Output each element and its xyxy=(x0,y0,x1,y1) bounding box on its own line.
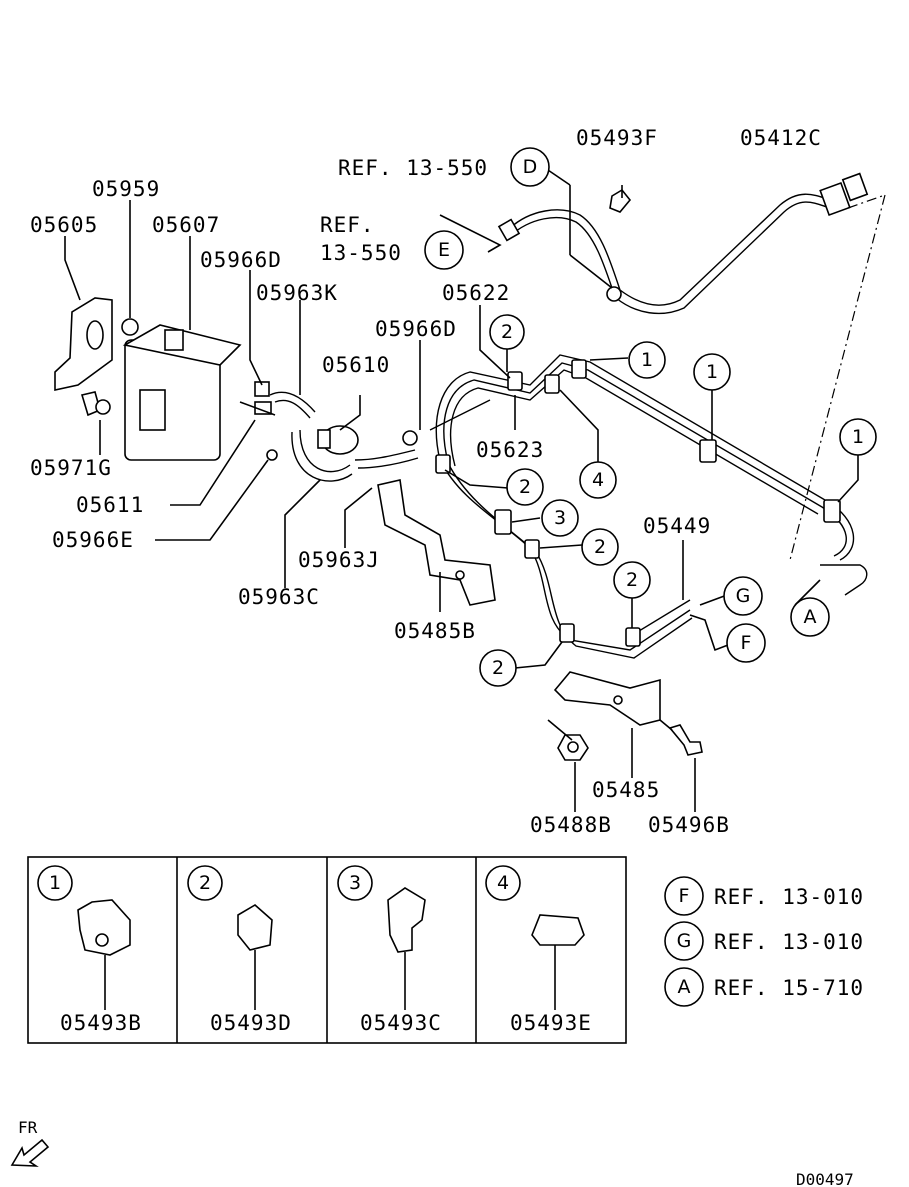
callout-2c-text: 2 xyxy=(594,536,606,558)
label-05963J: 05963J xyxy=(298,548,380,572)
callout-e-text: E xyxy=(438,239,450,261)
label-05623: 05623 xyxy=(476,438,544,462)
label-ref-13-550-b-1: REF. xyxy=(320,213,375,237)
label-05493F: 05493F xyxy=(576,126,658,150)
callout-d: D xyxy=(510,147,550,187)
callout-2e-text: 2 xyxy=(492,657,504,679)
ref-g-key: G xyxy=(677,930,692,952)
callout-a: A xyxy=(790,597,830,637)
label-05963C: 05963C xyxy=(238,585,320,609)
callout-1c: 1 xyxy=(839,418,877,456)
callout-g-text: G xyxy=(736,585,751,607)
callout-3: 3 xyxy=(541,499,579,537)
callout-2e: 2 xyxy=(479,649,517,687)
legend-part-1: 05493B xyxy=(60,1011,142,1035)
label-05485: 05485 xyxy=(592,778,660,802)
callout-4: 4 xyxy=(579,461,617,499)
front-label: FR xyxy=(18,1118,38,1137)
callout-1b-text: 1 xyxy=(706,361,718,383)
callout-1a-text: 1 xyxy=(641,349,653,371)
callout-1b: 1 xyxy=(693,353,731,391)
label-05607: 05607 xyxy=(152,213,220,237)
label-05485B: 05485B xyxy=(394,619,476,643)
legend-part-2: 05493D xyxy=(210,1011,292,1035)
label-05605: 05605 xyxy=(30,213,98,237)
label-05971G: 05971G xyxy=(30,456,112,480)
callout-1c-text: 1 xyxy=(852,426,864,448)
callout-e: E xyxy=(424,230,464,270)
label-ref-13-550-a: REF. 13-550 xyxy=(338,156,488,180)
callout-d-text: D xyxy=(523,156,538,178)
label-05963K: 05963K xyxy=(256,281,338,305)
callout-2a: 2 xyxy=(489,314,525,350)
callout-2c: 2 xyxy=(581,528,619,566)
callout-f-text: F xyxy=(741,632,752,654)
callout-g: G xyxy=(723,576,763,616)
label-05449: 05449 xyxy=(643,514,711,538)
legend-num-1: 1 xyxy=(49,872,61,894)
front-arrow-icon: FR xyxy=(10,1118,50,1167)
label-05966D-b: 05966D xyxy=(375,317,457,341)
ref-f-key: F xyxy=(679,885,690,907)
label-05622: 05622 xyxy=(442,281,510,305)
legend-num-2: 2 xyxy=(199,872,211,894)
callout-2b: 2 xyxy=(506,468,544,506)
label-05412C: 05412C xyxy=(740,126,822,150)
legend-part-4: 05493E xyxy=(510,1011,592,1035)
legend-num-4: 4 xyxy=(497,872,509,894)
legend-num-3: 3 xyxy=(349,872,361,894)
clamps xyxy=(435,359,841,647)
brackets xyxy=(377,479,703,761)
upper-hose-assembly xyxy=(497,172,869,315)
callout-2d-text: 2 xyxy=(626,569,638,591)
vapor-hoses xyxy=(239,381,419,482)
label-05959: 05959 xyxy=(92,177,160,201)
ref-a-key: A xyxy=(678,976,691,998)
label-05488B: 05488B xyxy=(530,813,612,837)
callout-1a: 1 xyxy=(628,341,666,379)
label-05611: 05611 xyxy=(76,493,144,517)
diagram-id: D00497 xyxy=(796,1170,854,1187)
legend-part-3: 05493C xyxy=(360,1011,442,1035)
callout-2b-text: 2 xyxy=(519,476,531,498)
ref-a-text: REF. 15-710 xyxy=(714,976,864,1000)
label-05496B: 05496B xyxy=(648,813,730,837)
clip-legend-table: 1 05493B 2 05493D 3 05493C 4 05493E xyxy=(27,856,627,1044)
callout-2a-text: 2 xyxy=(501,321,513,343)
label-05966D-a: 05966D xyxy=(200,248,282,272)
label-05966E: 05966E xyxy=(52,528,134,552)
ref-g-text: REF. 13-010 xyxy=(714,930,864,954)
label-05610: 05610 xyxy=(322,353,390,377)
callout-a-text: A xyxy=(804,606,817,628)
ref-f-text: REF. 13-010 xyxy=(714,885,864,909)
callout-3-text: 3 xyxy=(554,507,566,529)
canister-assembly xyxy=(54,297,242,461)
callout-2d: 2 xyxy=(613,561,651,599)
reference-list: F REF. 13-010 G REF. 13-010 A REF. 15-71… xyxy=(664,876,864,1007)
callout-4-text: 4 xyxy=(592,469,604,491)
callout-f: F xyxy=(726,623,766,663)
label-ref-13-550-b-2: 13-550 xyxy=(320,241,402,265)
leader-lines xyxy=(64,200,859,812)
